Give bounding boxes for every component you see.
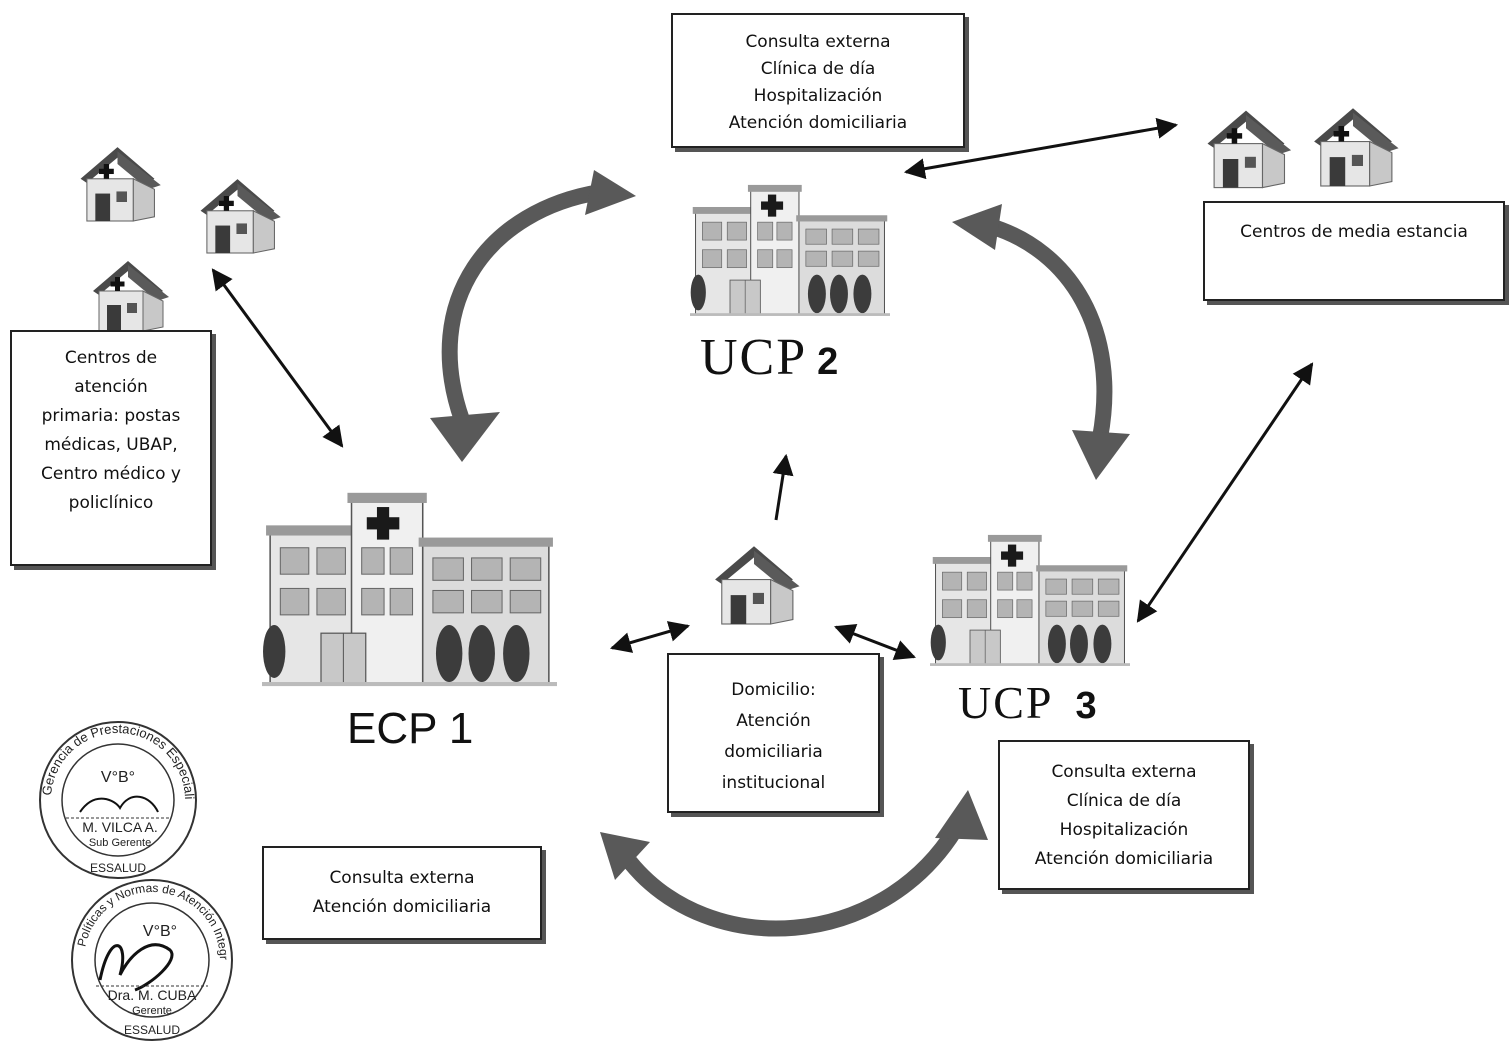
svg-text:Gerente: Gerente [132,1005,172,1017]
media-house-icon-1 [1208,111,1292,188]
primaria-line: Centros de [64,348,158,368]
ucp3-service-item: Consulta externa [1051,762,1197,782]
svg-text:Dra. M. CUBA: Dra. M. CUBA [108,987,197,1003]
ucp3-hospital-icon [930,534,1130,667]
domicilio-line: Domicilio: [731,680,816,700]
ecp1-label: ECP 1 [347,704,474,753]
primaria-line: Centro médico y [41,464,181,484]
primaria-house-icon-2 [201,179,281,253]
domicilio-line: domiciliaria [724,742,823,762]
ucp2-label-text: UCP [700,329,808,386]
ucp2-hospital-icon [690,184,890,317]
ucp3-label-text: UCP [958,677,1054,728]
ecp1-hospital-icon [262,492,557,687]
ecp1-service-item: Consulta externa [329,868,475,888]
svg-text:V°B°: V°B° [101,769,135,786]
domicilio-house-icon [714,545,801,625]
ucp3-service-item: Hospitalización [1059,820,1189,840]
line-arrows [211,117,1314,661]
curved-arrow-heads [430,170,1130,880]
ucp3-service-item: Clínica de día [1066,791,1182,811]
ucp2-services-box: Consulta externa Clínica de día Hospital… [671,13,965,148]
primaria-line: primaria: postas [41,406,181,426]
media-estancia-label: Centros de media estancia [1240,222,1468,242]
arrow-domicilio-ucp3 [834,623,916,661]
ucp3-label: UCP 3 [958,676,1099,729]
svg-text:ESSALUD: ESSALUD [124,1023,180,1037]
arrow-media-ucp3 [1136,362,1314,623]
primaria-line: médicas, UBAP, [44,435,178,455]
ucp2-service-item: Hospitalización [753,86,883,106]
ucp2-service-item: Clínica de día [760,59,876,79]
curved-arrow-ecp1-ucp3 [623,825,962,937]
curved-arrows [441,184,1113,937]
domicilio-line: institucional [721,773,826,793]
arrow-primaria-ecp1 [211,268,344,448]
ucp2-number: 2 [817,341,841,383]
svg-text:M. VILCA A.: M. VILCA A. [82,819,157,835]
primaria-box: Centros de atención primaria: postas méd… [10,330,212,566]
primaria-house-icon-1 [81,147,161,221]
ecp1-services-box: Consulta externa Atención domiciliaria [262,846,542,940]
media-house-icon-2 [1314,108,1398,186]
curved-arrow-ucp2-ucp3 [987,218,1113,440]
svg-text:Sub Gerente: Sub Gerente [89,837,151,849]
svg-text:V°B°: V°B° [143,923,177,940]
ucp3-number: 3 [1075,685,1099,727]
ucp3-services-box: Consulta externa Clínica de día Hospital… [998,740,1250,890]
ucp2-service-item: Atención domiciliaria [728,113,908,133]
domicilio-box: Domicilio: Atención domiciliaria institu… [667,653,880,813]
primaria-line: atención [74,377,148,397]
ucp2-service-item: Consulta externa [745,32,891,52]
primaria-line: policlínico [68,493,154,513]
arrow-domicilio-ucp2 [772,453,794,521]
primaria-house-icon-3 [93,261,169,331]
arrow-ucp2-media [903,117,1179,180]
domicilio-line: Atención [736,711,811,731]
arrow-ecp1-domicilio [609,621,691,653]
curved-arrow-ecp1-ucp2 [441,184,602,423]
ucp3-service-item: Atención domiciliaria [1034,849,1214,869]
svg-text:ESSALUD: ESSALUD [90,861,146,875]
ecp1-service-item: Atención domiciliaria [312,897,492,917]
media-estancia-box: Centros de media estancia [1203,201,1505,301]
